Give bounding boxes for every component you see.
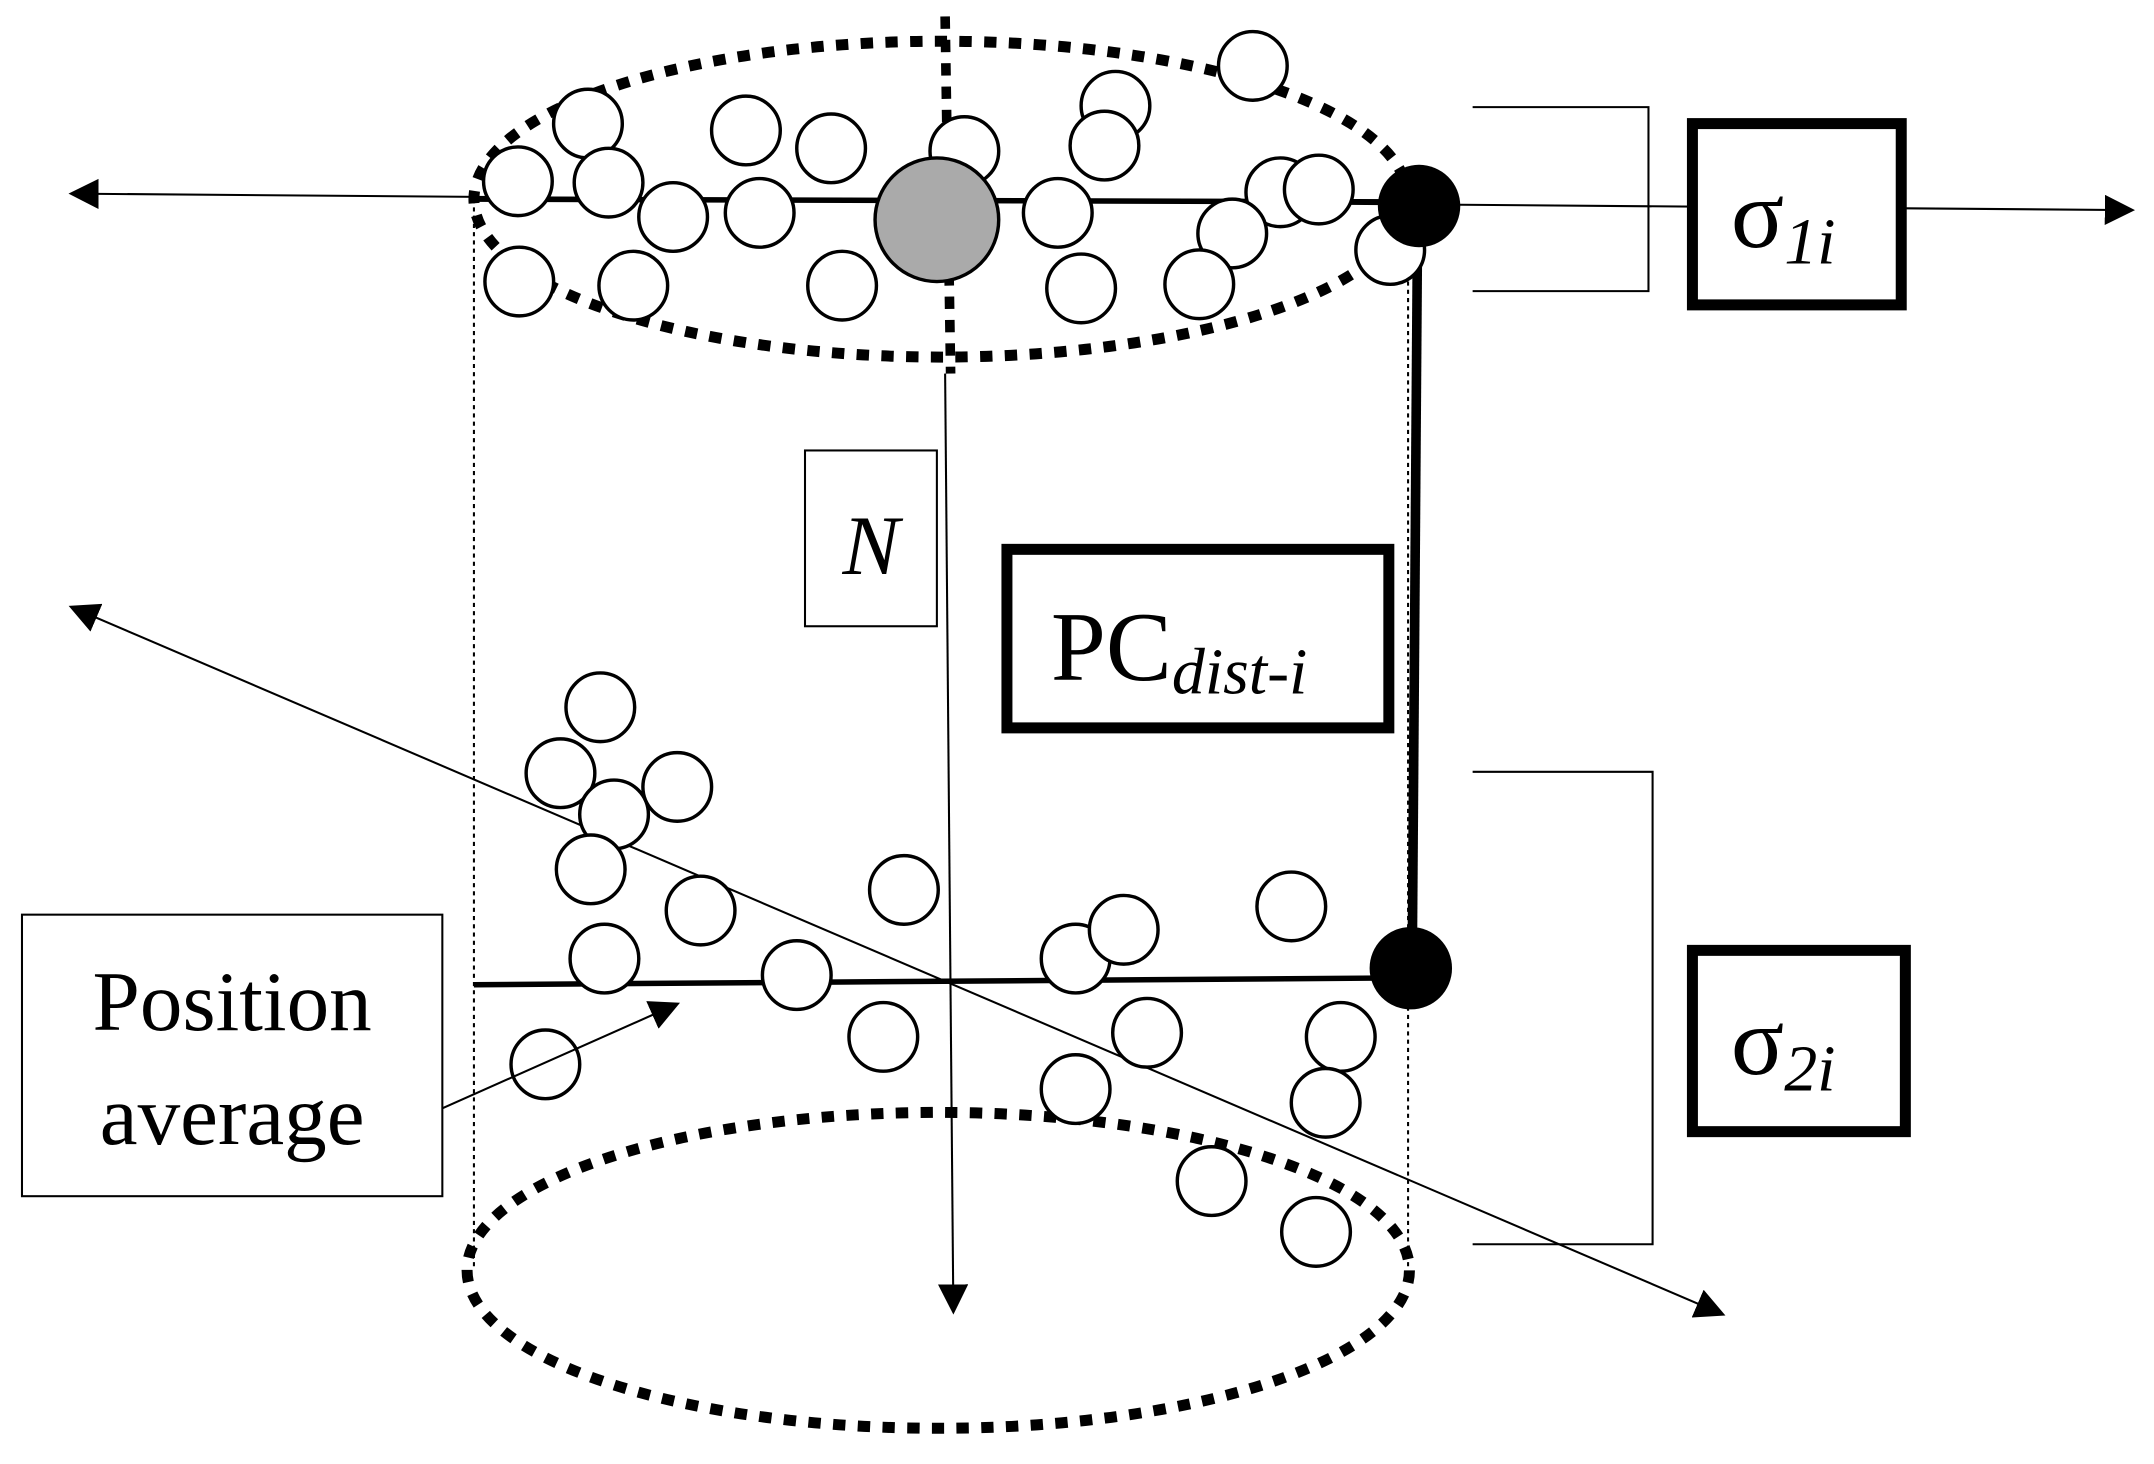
sigma1-main: σ [1731, 160, 1784, 269]
diagonal-axis-arrow [68, 603, 1726, 1318]
normal-axis-arrow [938, 373, 969, 1315]
sigma2-subscript: 2i [1784, 1032, 1835, 1105]
particle [509, 1028, 582, 1101]
particle [1196, 197, 1269, 270]
sigma1-label: σ1i [1731, 160, 1836, 278]
particle [1087, 893, 1160, 966]
pc-distance-box [1001, 543, 1395, 734]
sigma2-main: σ [1731, 987, 1784, 1096]
particle [1110, 996, 1184, 1069]
particle [709, 94, 782, 167]
particle [572, 146, 645, 219]
position-average-box [20, 913, 444, 1198]
particle [1039, 1053, 1112, 1126]
particle [641, 750, 714, 823]
particle [564, 671, 637, 744]
pc-distance-main: PC [1051, 593, 1172, 702]
bottom-particles [509, 671, 1377, 1268]
position-average-line1: Position [93, 955, 372, 1049]
particle [1068, 109, 1141, 182]
particle [867, 853, 940, 926]
pc-distance-label: PCdist-i [1051, 593, 1307, 709]
pc-distance-subscript: dist-i [1172, 636, 1308, 709]
pc-distance-line [1407, 205, 1423, 969]
bottom-dotted-ellipse [461, 1106, 1415, 1434]
particle [723, 176, 796, 249]
bottom-endpoint-dot [1369, 927, 1453, 1010]
particle [1021, 176, 1094, 249]
particle [1216, 29, 1289, 102]
particle [637, 180, 710, 254]
sigma1-box [1686, 118, 1907, 311]
particle [483, 245, 556, 318]
position-average-pointer [441, 1001, 681, 1110]
particle [1163, 248, 1236, 321]
particle [597, 249, 670, 322]
particle [1282, 153, 1355, 226]
sigma2-label: σ2i [1731, 987, 1836, 1105]
particle [760, 939, 833, 1012]
highlighted-particle [873, 156, 1001, 284]
top-particles [481, 29, 1427, 325]
particle [806, 249, 879, 322]
particle [568, 922, 641, 995]
n-label: N [842, 499, 904, 593]
particle [1175, 1145, 1248, 1218]
sigma1-bracket [1472, 106, 1650, 293]
particle [847, 1000, 920, 1073]
particle [795, 112, 868, 185]
particle [524, 737, 597, 810]
top-endpoint-dot [1377, 164, 1461, 248]
particle [664, 874, 737, 947]
sigma2-box [1686, 944, 1911, 1138]
position-average-line2: average [100, 1069, 365, 1163]
sigma1-subscript: 1i [1784, 206, 1835, 279]
particle [1304, 1000, 1377, 1073]
particle [1289, 1066, 1362, 1139]
particle [481, 145, 554, 218]
particle [1045, 252, 1118, 325]
particle [1255, 870, 1328, 943]
particle [1279, 1195, 1353, 1268]
particle [554, 833, 627, 906]
sigma2-bracket [1472, 770, 1654, 1246]
n-label-box [803, 449, 938, 628]
